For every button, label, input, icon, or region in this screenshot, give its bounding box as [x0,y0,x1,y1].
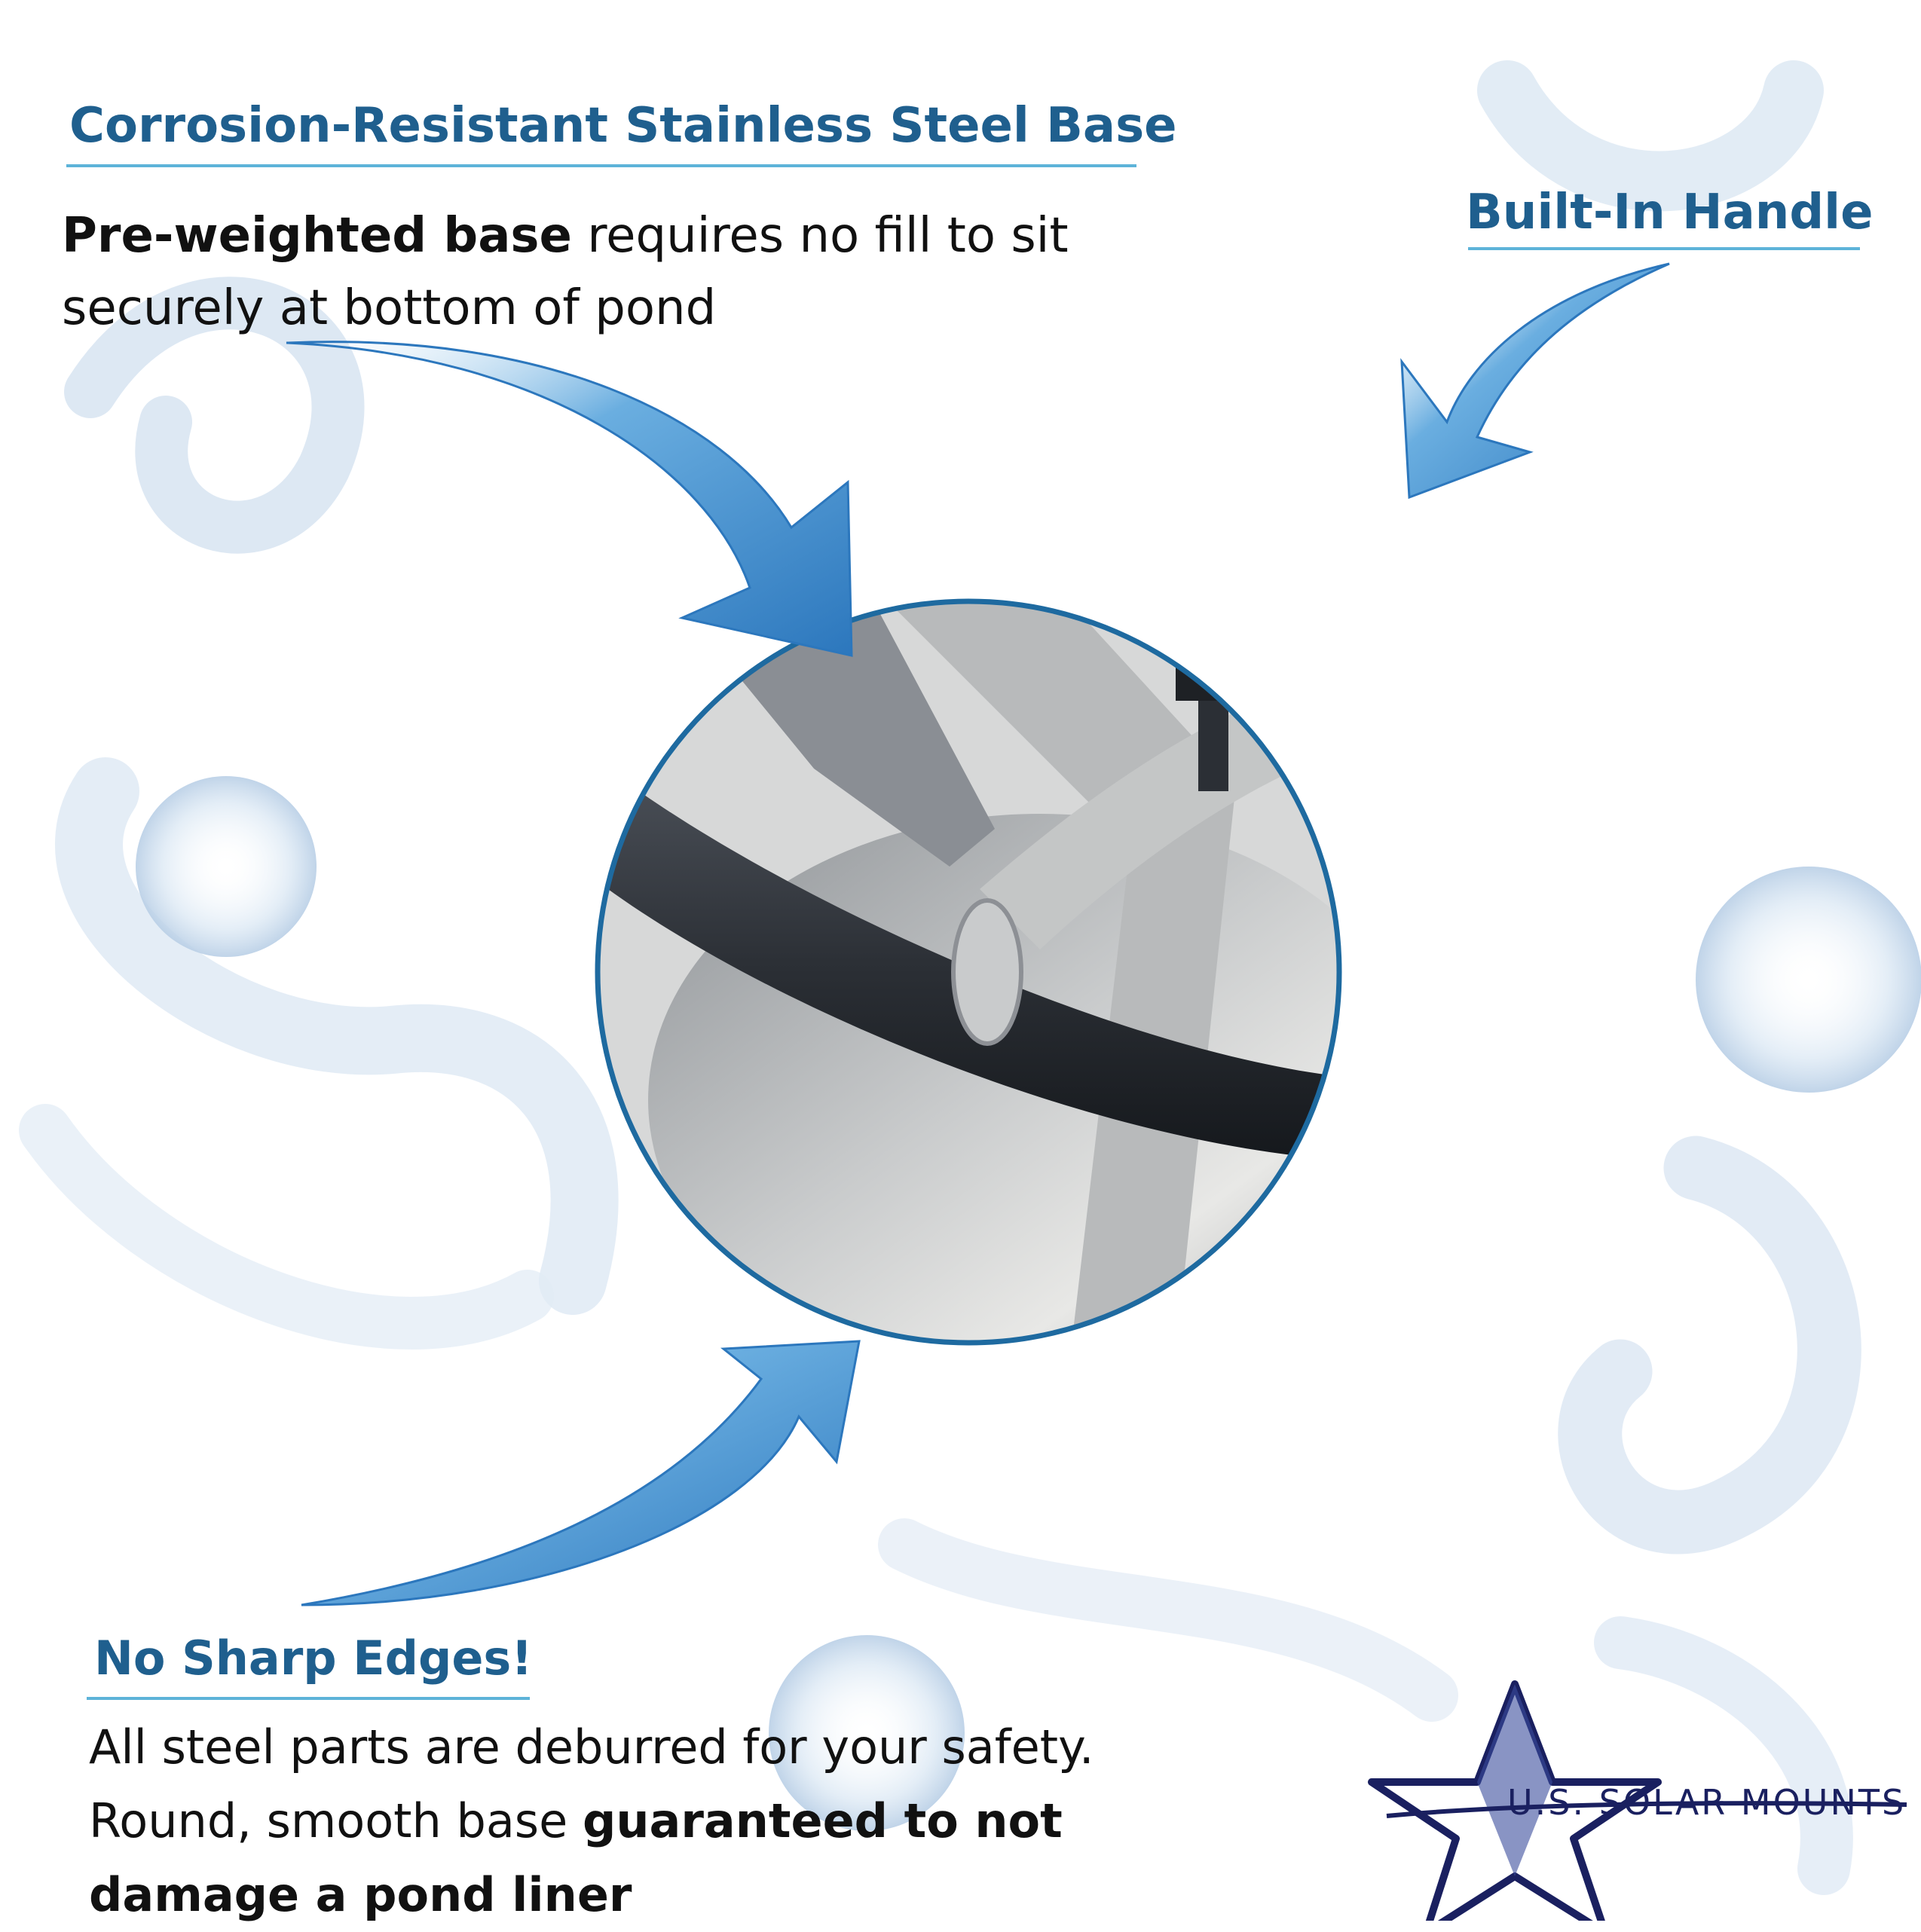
edges-description-line1: All steel parts are deburred for your sa… [89,1720,1094,1775]
arrow-to-handle [1400,262,1670,500]
heading-underline [1468,247,1860,250]
heading-no-sharp-edges: No Sharp Edges! [94,1631,533,1686]
edges-description-line3-bold: damage a pond liner [89,1867,632,1922]
heading-built-in-handle: Built-In Handle [1466,185,1874,240]
arrow-to-edge [301,1340,861,1606]
base-description-bold: Pre-weighted base [62,208,572,264]
base-description: Pre-weighted base requires no fill to si… [62,200,1069,344]
edges-description-line2: Round, smooth base [89,1793,583,1848]
star-icon [1368,1680,1907,1921]
product-photo [598,601,1339,1343]
brand-name: U.S. SOLAR MOUNTS [1507,1782,1907,1823]
product-frame-circle [595,598,1342,1346]
heading-stainless-base: Corrosion-Resistant Stainless Steel Base [69,98,1177,154]
arrow-to-base [286,341,853,657]
base-description-line1: requires no fill to sit [571,208,1069,264]
edges-description-line2-bold: guaranteed to not [582,1793,1063,1848]
heading-underline [87,1697,530,1700]
edges-description: All steel parts are deburred for your sa… [89,1710,1094,1932]
water-splash-decoration [19,60,1921,1895]
base-description-line2: securely at bottom of pond [62,280,717,336]
heading-underline [66,164,1136,167]
